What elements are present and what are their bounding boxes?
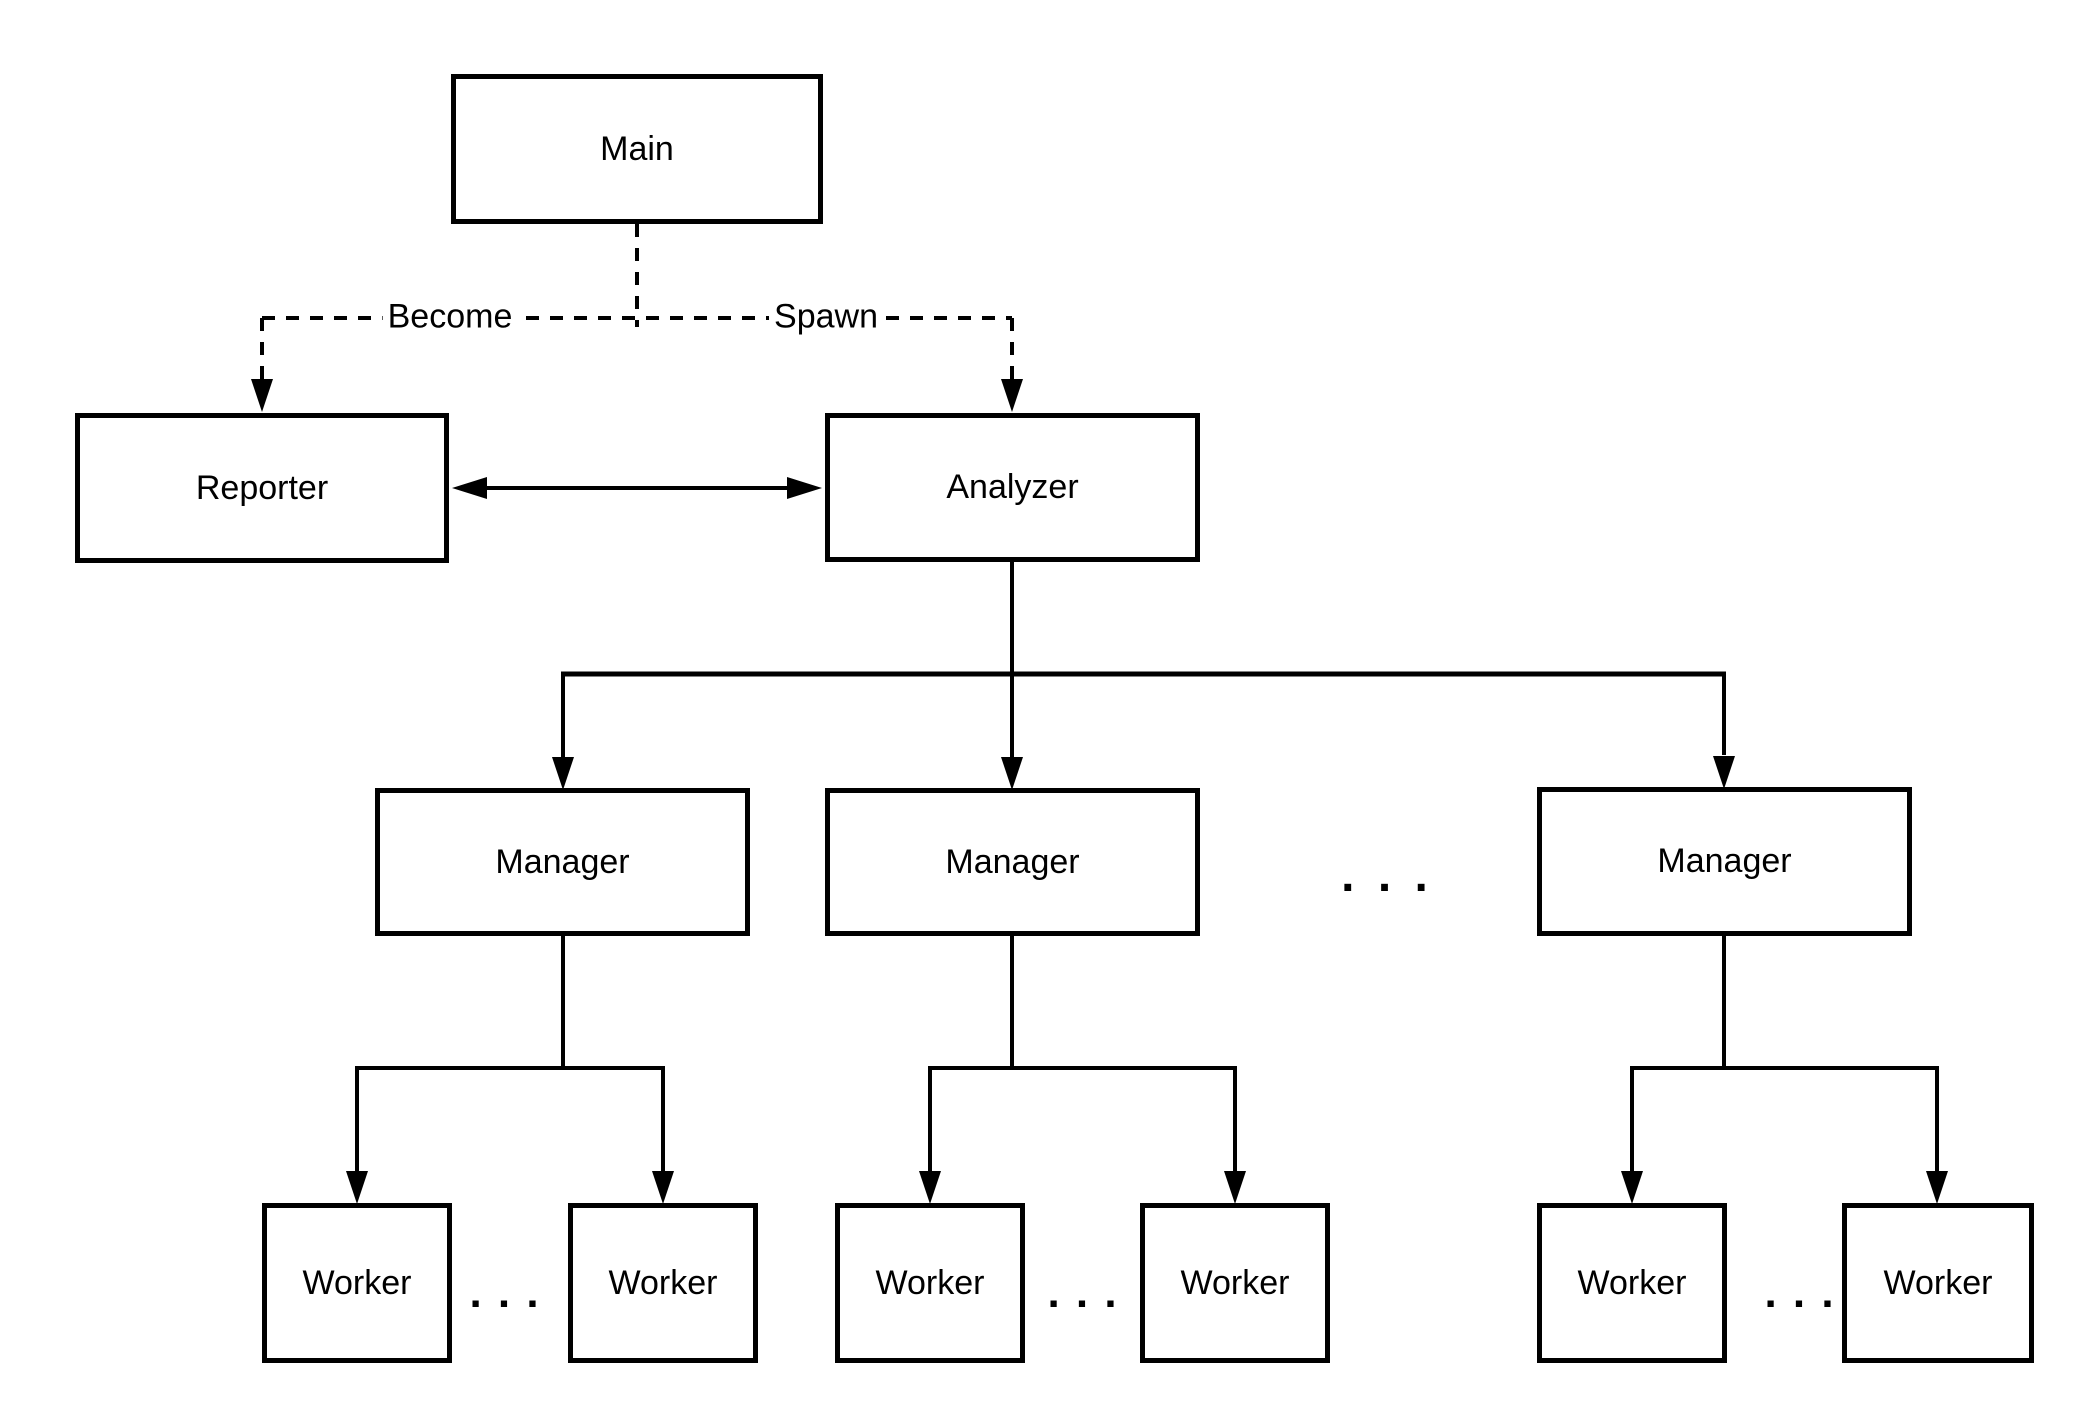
manager-node-2: Manager xyxy=(825,788,1200,936)
worker-node-5: Worker xyxy=(1537,1203,1727,1363)
worker-6-arrowhead-icon xyxy=(1926,1171,1948,1204)
become-arrowhead-icon xyxy=(251,379,273,412)
spawn-arrowhead-icon xyxy=(1001,379,1023,412)
manager-node-label: Manager xyxy=(495,842,630,881)
become-edge-label: Become xyxy=(382,297,518,336)
worker-5-arrowhead-icon xyxy=(1621,1171,1643,1204)
worker-node-label: Worker xyxy=(1883,1263,1993,1302)
analyzer-node-label: Analyzer xyxy=(946,468,1079,507)
reporter-node: Reporter xyxy=(75,413,449,563)
worker-node-3: Worker xyxy=(835,1203,1025,1363)
worker-node-label: Worker xyxy=(875,1263,985,1302)
reporter-analyzer-left-arrowhead-icon xyxy=(452,477,487,499)
worker-node-label: Worker xyxy=(302,1263,412,1302)
worker-node-1: Worker xyxy=(262,1203,452,1363)
worker-node-label: Worker xyxy=(1180,1263,1290,1302)
analyzer-node: Analyzer xyxy=(825,413,1200,562)
manager-2-arrowhead-icon xyxy=(1001,757,1023,790)
worker-node-6: Worker xyxy=(1842,1203,2034,1363)
worker-node-2: Worker xyxy=(568,1203,758,1363)
manager-node-label: Manager xyxy=(1657,842,1792,881)
worker-4-arrowhead-icon xyxy=(1224,1171,1246,1204)
main-node: Main xyxy=(451,74,823,224)
manager-3-arrowhead-icon xyxy=(1713,756,1735,789)
worker-3-arrowhead-icon xyxy=(919,1171,941,1204)
reporter-analyzer-right-arrowhead-icon xyxy=(787,477,822,499)
main-node-label: Main xyxy=(600,129,674,168)
reporter-node-label: Reporter xyxy=(195,468,329,507)
worker-node-label: Worker xyxy=(608,1263,718,1302)
manager-1-arrowhead-icon xyxy=(552,757,574,790)
worker-node-label: Worker xyxy=(1577,1263,1687,1302)
manager-node-label: Manager xyxy=(945,842,1080,881)
spawn-edge-label: Spawn xyxy=(769,297,883,336)
manager-node-1: Manager xyxy=(375,788,750,936)
worker-1-arrowhead-icon xyxy=(346,1171,368,1204)
worker-2-arrowhead-icon xyxy=(652,1171,674,1204)
manager-node-3: Manager xyxy=(1537,787,1912,936)
worker-node-4: Worker xyxy=(1140,1203,1330,1363)
